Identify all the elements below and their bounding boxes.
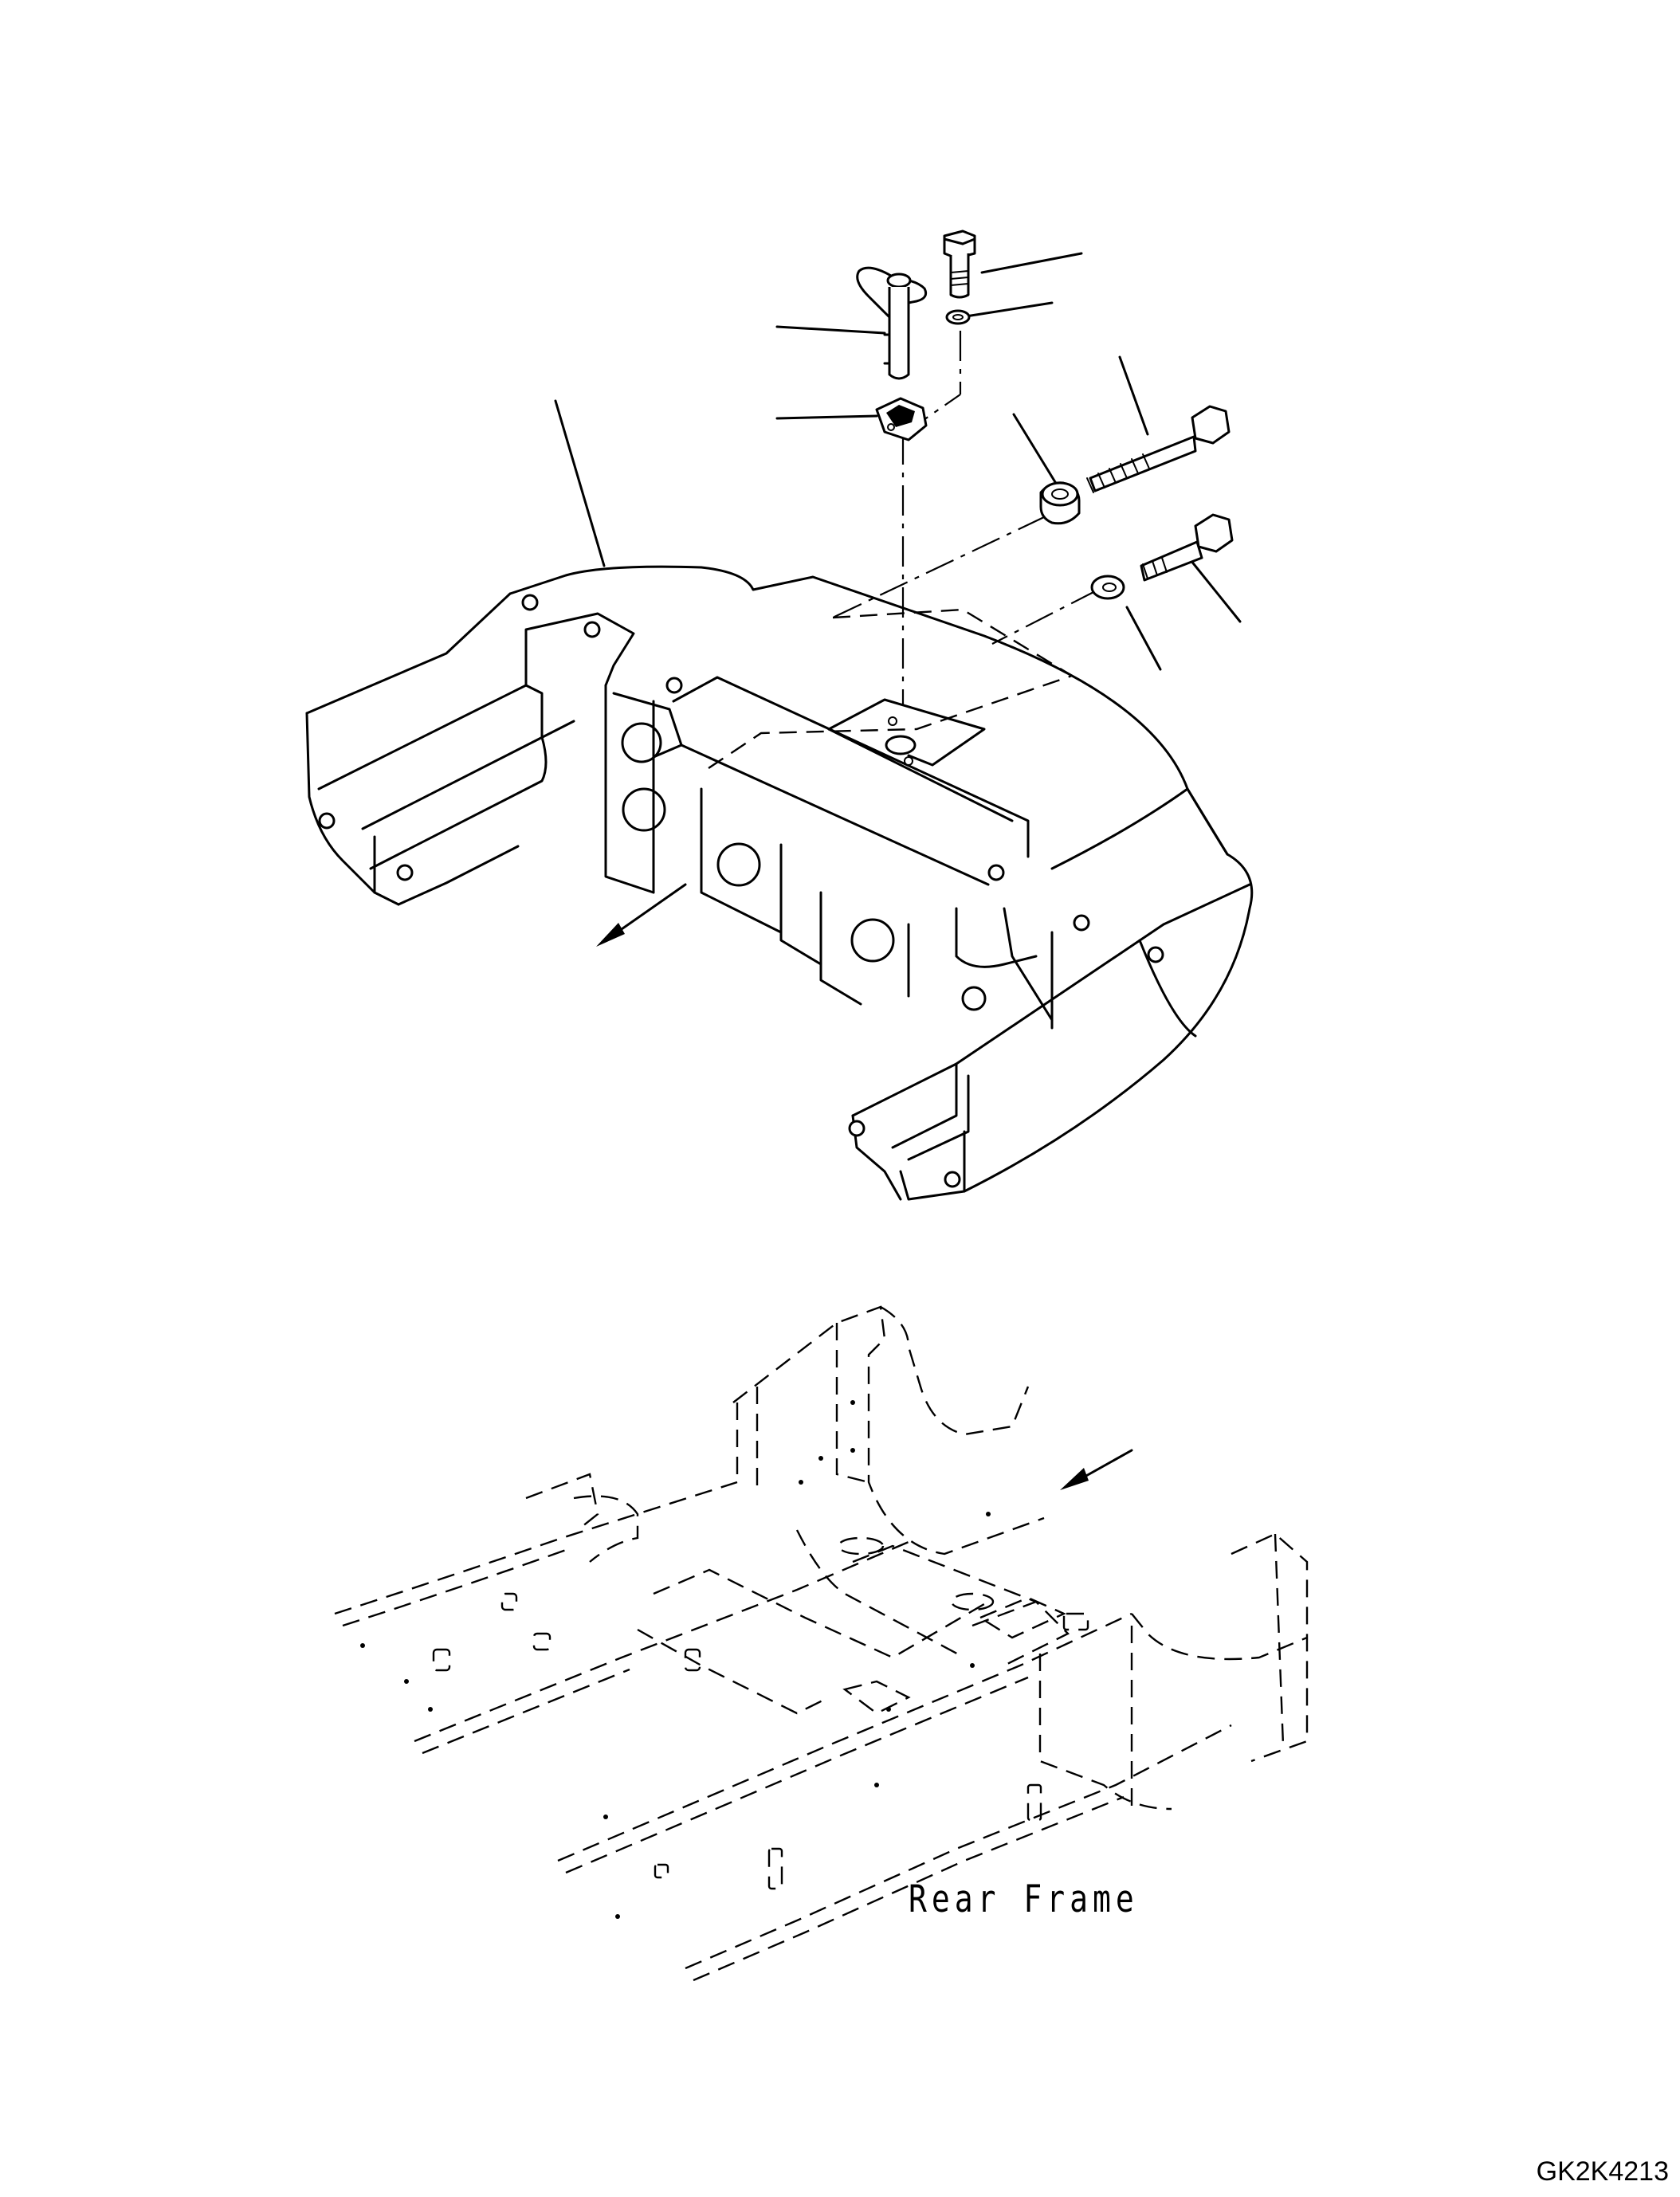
counterweight [305,565,1254,1201]
long-bolt [1086,405,1231,493]
leader-lock-pin [775,325,886,335]
leader-lines [554,252,1242,671]
rear-frame-label: Rear Frame [909,1877,1139,1920]
frame-arrow-head [1060,1468,1089,1490]
leader-top-bolt [980,252,1083,274]
leader-spacer [1012,413,1063,494]
top-washer [945,309,971,325]
leader-counterweight [554,399,606,567]
short-bolt [1140,513,1234,582]
direction-arrow-head [596,923,625,947]
leader-washer [1125,606,1162,671]
leader-pin-bracket [775,414,878,420]
pin-bracket [875,397,928,441]
drawing-id: GK2K4213 [1536,2156,1669,2187]
leader-top-washer [964,301,1054,318]
rear-frame [334,1305,1309,1982]
centerline-washer [991,589,1099,645]
leader-long-bolt [1118,355,1149,436]
hidden-box-outline [701,608,1074,774]
assembly-centerlines [701,331,1099,774]
washer [1090,575,1125,600]
lock-pin [856,266,928,380]
centerline-spacer [832,516,1046,618]
top-bolt [943,230,976,299]
leader-short-bolt [1186,555,1242,623]
spacer [1039,481,1081,525]
